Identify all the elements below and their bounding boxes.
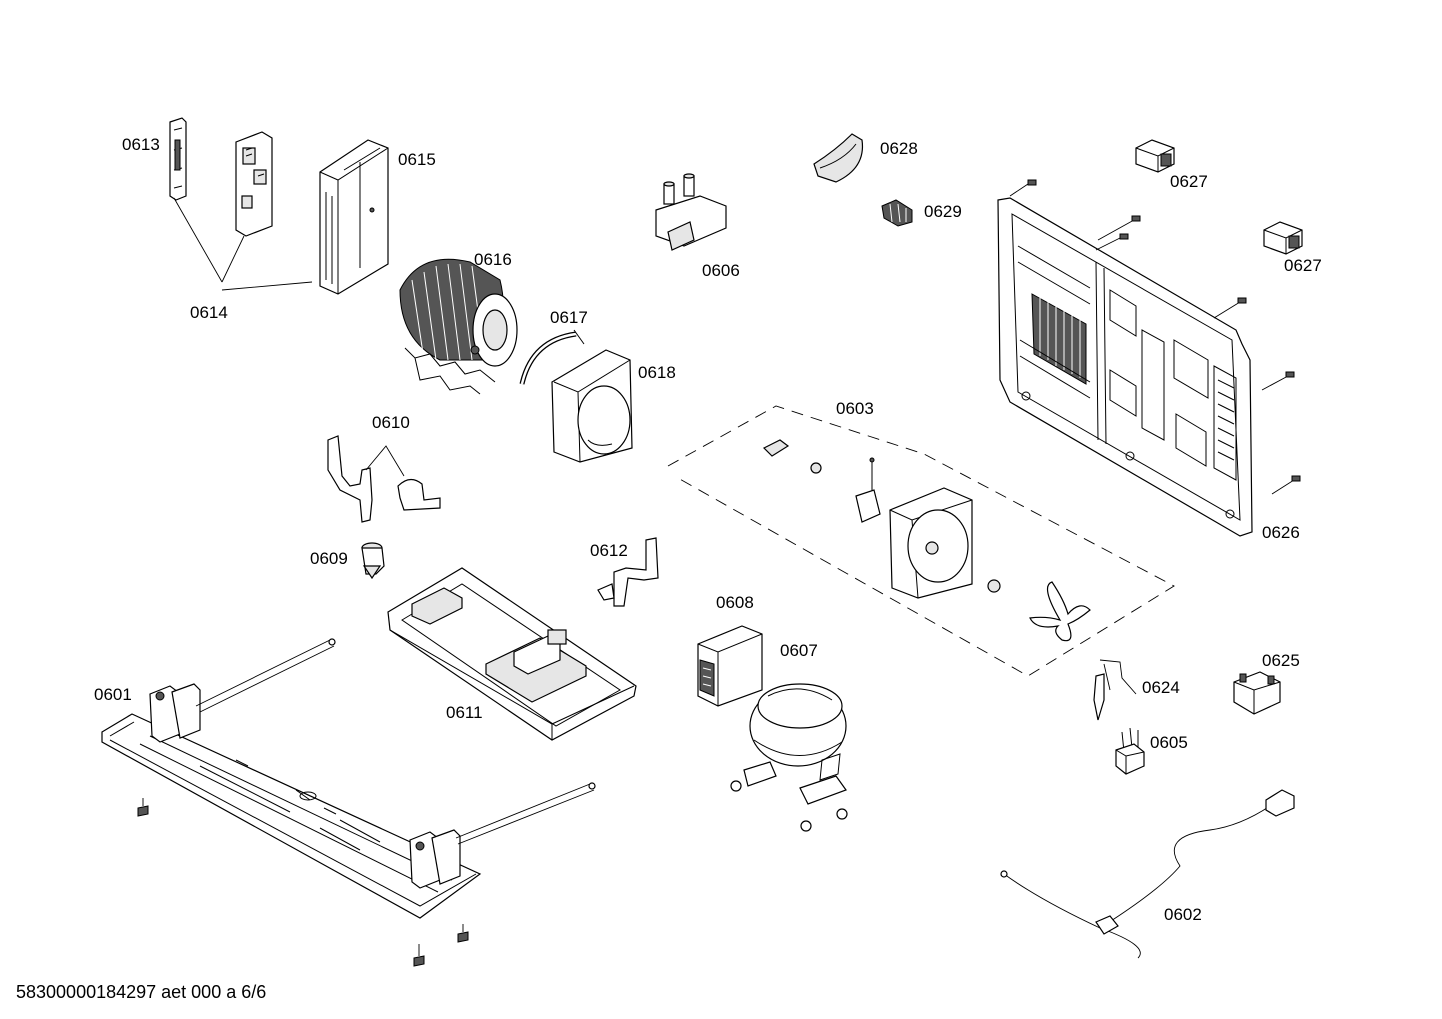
part-0605-relay (1115, 727, 1145, 775)
part-0629-fitting (881, 199, 913, 227)
label-0616: 0616 (474, 250, 512, 269)
label-0624: 0624 (1142, 678, 1180, 697)
part-0611-tray (387, 567, 637, 741)
part-0614-control-board (235, 131, 273, 237)
part-0625-switch (1233, 671, 1281, 715)
label-0610: 0610 (372, 413, 410, 432)
part-0607-compressor (730, 683, 848, 832)
label-0606: 0606 (702, 261, 740, 280)
part-0602-power-cord (1000, 789, 1295, 959)
part-0626-back-panel (997, 197, 1253, 537)
label-0607: 0607 (780, 641, 818, 660)
part-0627-cap-1 (1135, 139, 1175, 173)
part-0627-cap-2 (1263, 221, 1303, 255)
label-0608: 0608 (716, 593, 754, 612)
part-0610-pipes (327, 435, 441, 523)
label-0605: 0605 (1150, 733, 1188, 752)
part-0615-control-housing (319, 139, 389, 295)
part-0624-sensor (1093, 659, 1137, 721)
part-0626-screws (1009, 179, 1301, 495)
label-0603: 0603 (836, 399, 874, 418)
label-0629: 0629 (924, 202, 962, 221)
label-0611: 0611 (446, 703, 483, 722)
part-0628-bracket (813, 133, 864, 183)
part-0612-pipe (597, 537, 659, 607)
label-0617: 0617 (550, 308, 588, 327)
label-0628: 0628 (880, 139, 918, 158)
document-id: 58300000184297 aet 000 a 6/6 (16, 982, 266, 1002)
leader-lines (173, 197, 405, 477)
label-0615: 0615 (398, 150, 436, 169)
label-0612: 0612 (590, 541, 628, 560)
label-0614: 0614 (190, 303, 228, 322)
part-0603-fan-assembly (667, 405, 1175, 677)
label-0626: 0626 (1262, 523, 1300, 542)
label-0625: 0625 (1262, 651, 1300, 670)
callout-labels: 0613 0615 0614 0616 0617 0618 0606 0628 … (94, 135, 1322, 924)
label-0602: 0602 (1164, 905, 1202, 924)
label-0601: 0601 (94, 685, 132, 704)
label-0618: 0618 (638, 363, 676, 382)
part-0618-shroud (551, 349, 633, 463)
label-0627-a: 0627 (1170, 172, 1208, 191)
label-0627-b: 0627 (1284, 256, 1322, 275)
part-0608-box (697, 625, 763, 707)
part-0606-valve (655, 173, 727, 251)
part-0617-ring (519, 329, 585, 385)
label-0609: 0609 (310, 549, 348, 568)
part-0616-coil (399, 258, 518, 395)
part-0601-base-frame (101, 638, 596, 967)
label-0613: 0613 (122, 135, 160, 154)
part-0609-fitting (361, 542, 385, 580)
part-0613-bracket (169, 117, 187, 201)
